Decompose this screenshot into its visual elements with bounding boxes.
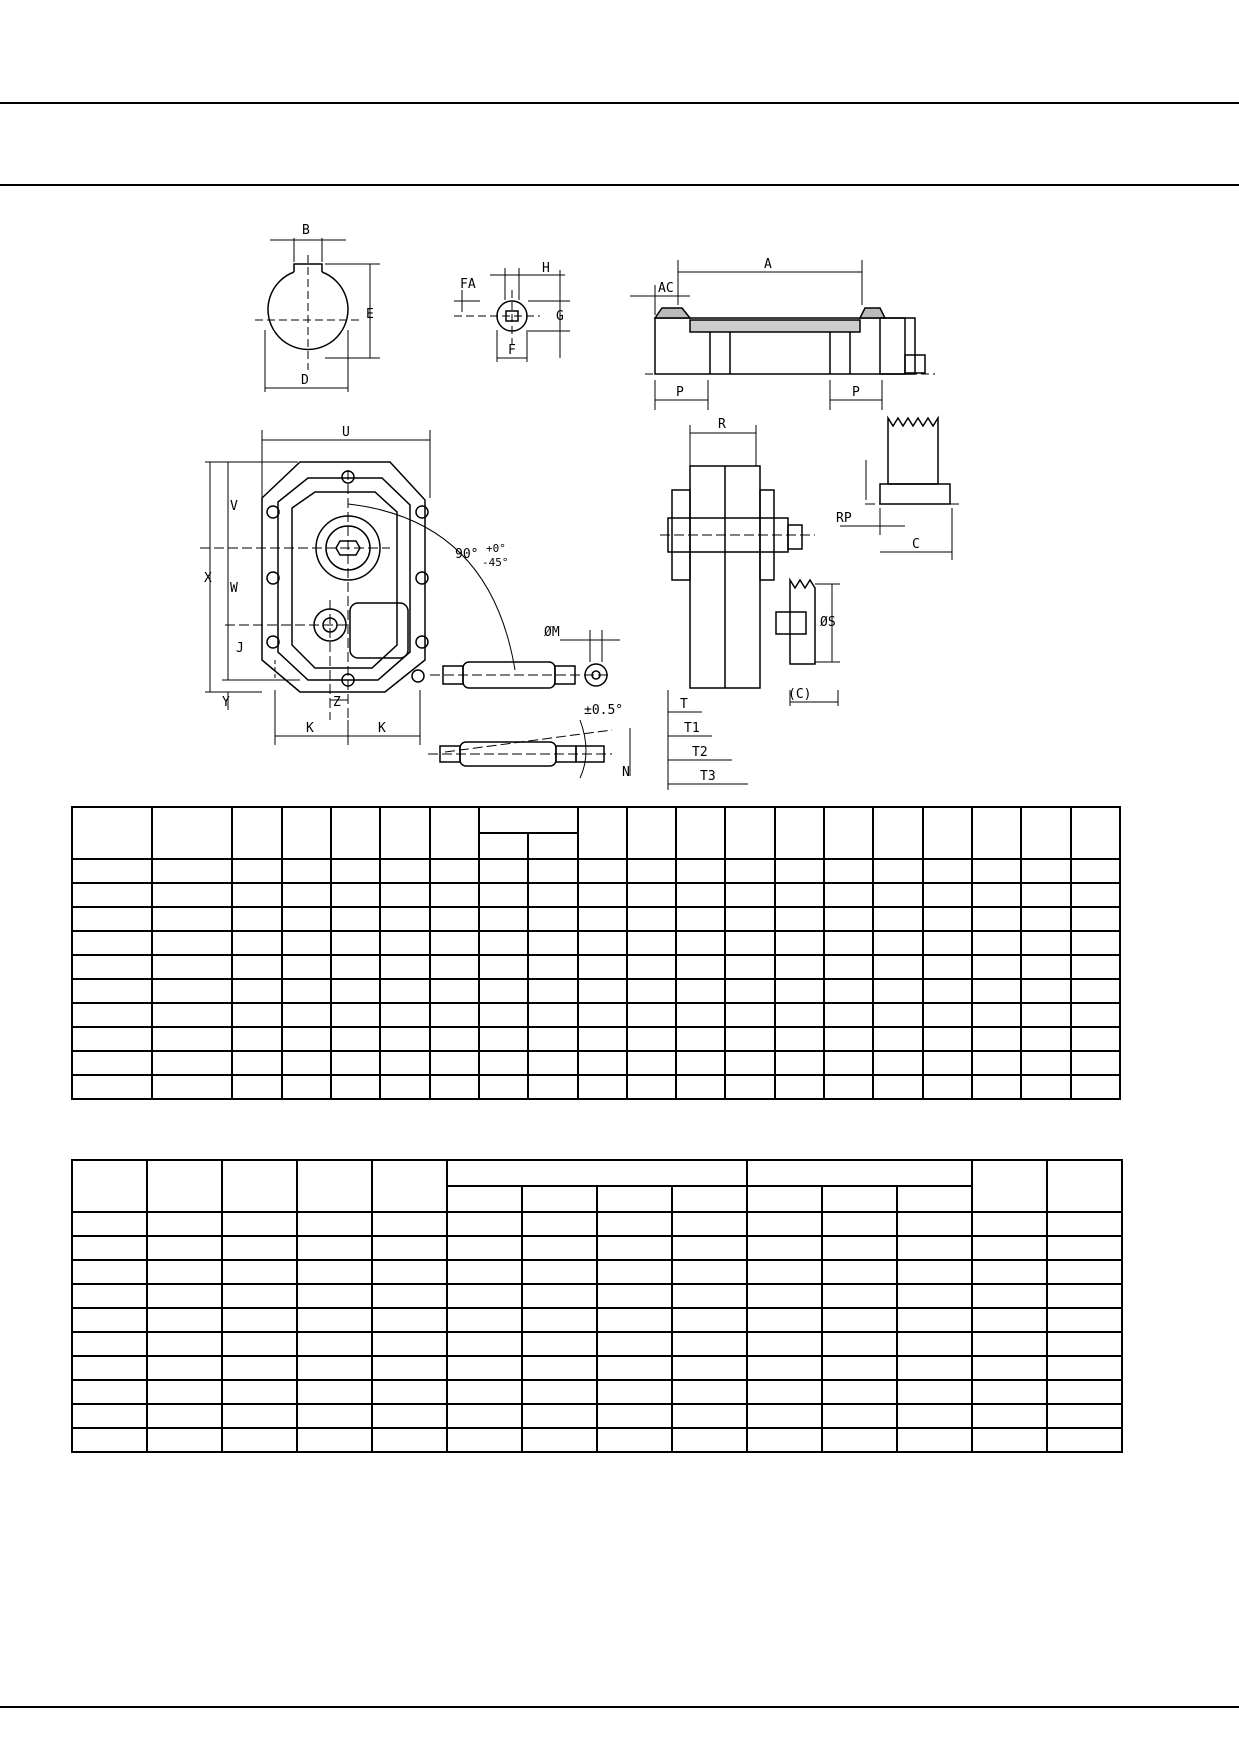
- top-rule: [0, 102, 1239, 104]
- table-row: [71, 954, 1122, 980]
- reducer-side-view: [660, 425, 840, 790]
- dim-label-Z: Z: [333, 695, 341, 710]
- dim-label-P-left: P: [676, 385, 684, 400]
- table-header-row: [71, 806, 1122, 860]
- key-detail-view: [454, 268, 570, 362]
- table-subheader-row: [72, 1185, 1122, 1213]
- table-row: [71, 1403, 1124, 1429]
- table-row: [71, 1307, 1124, 1333]
- dim-label-J: J: [236, 641, 244, 656]
- table-row: [71, 1379, 1124, 1405]
- dim-label-F: F: [508, 343, 516, 358]
- dim-label-RP: RP: [836, 511, 852, 526]
- dim-label-FA: FA: [460, 277, 476, 292]
- table-row: [71, 882, 1122, 908]
- table-row: [71, 1427, 1124, 1453]
- table-row: [71, 1259, 1124, 1285]
- torque-arm-tilt-view: [428, 719, 631, 779]
- dim-label-K-right: K: [378, 721, 386, 736]
- table-row: [71, 1002, 1122, 1028]
- table-row: [71, 930, 1122, 956]
- header-bottom-rule: [0, 184, 1239, 186]
- table-row: [71, 1235, 1124, 1261]
- dim-label-phiS: ØS: [820, 615, 836, 630]
- dim-label-T2: T2: [692, 745, 708, 760]
- table-row: [71, 1211, 1124, 1237]
- dimension-table-1: [71, 806, 1122, 1100]
- dim-label-H: H: [542, 261, 550, 276]
- dim-label-phiM: ØM: [544, 625, 560, 640]
- dim-label-P-right: P: [852, 385, 860, 400]
- table-row: [71, 1283, 1124, 1309]
- footer-rule: [0, 1706, 1239, 1708]
- reducer-front-view: [200, 430, 516, 745]
- dim-label-Y: Y: [222, 695, 230, 710]
- dim-label-N: N: [622, 765, 630, 780]
- dim-label-R: R: [718, 417, 726, 432]
- tilt-label: ±0.5°: [584, 703, 623, 718]
- dim-label-T3: T3: [700, 769, 716, 784]
- dim-label-G: G: [556, 309, 564, 324]
- angle-label: 90°: [455, 547, 478, 562]
- shaft-section-view: [255, 238, 380, 392]
- angle-plus-label: +0°: [486, 542, 506, 555]
- angle-minus-label: -45°: [482, 556, 509, 569]
- table-row: [71, 1074, 1122, 1100]
- pulley-detail-view: [840, 415, 960, 560]
- dim-label-T: T: [680, 697, 688, 712]
- dim-label-A: A: [764, 257, 772, 272]
- dimension-table-2: [71, 1159, 1124, 1453]
- table-row: [71, 906, 1122, 932]
- dim-label-E: E: [366, 307, 374, 322]
- dim-label-C-paren: (C): [788, 687, 811, 702]
- table-row: [71, 1331, 1124, 1357]
- dim-label-T1: T1: [684, 721, 700, 736]
- dim-label-D: D: [301, 373, 309, 388]
- torque-arm-view: [430, 630, 620, 689]
- table-subheader-row: [72, 832, 1120, 860]
- dim-label-X: X: [204, 571, 212, 586]
- dim-label-W: W: [230, 581, 238, 596]
- technical-drawing: B E D FA H G F A AC P P R RP C U X V W J…: [200, 223, 960, 790]
- table-header-row: [71, 1159, 1124, 1213]
- table-row: [71, 978, 1122, 1004]
- table-row: [71, 1050, 1122, 1076]
- dim-label-K-left: K: [306, 721, 314, 736]
- table-row: [71, 1355, 1124, 1381]
- table-row: [71, 1026, 1122, 1052]
- sleeve-section-view: [630, 260, 935, 410]
- table-row: [71, 858, 1122, 884]
- dim-label-AC: AC: [658, 281, 674, 296]
- dim-label-U: U: [342, 425, 350, 440]
- dim-label-C: C: [912, 537, 920, 552]
- dim-label-B: B: [302, 223, 310, 238]
- dim-label-V: V: [230, 499, 238, 514]
